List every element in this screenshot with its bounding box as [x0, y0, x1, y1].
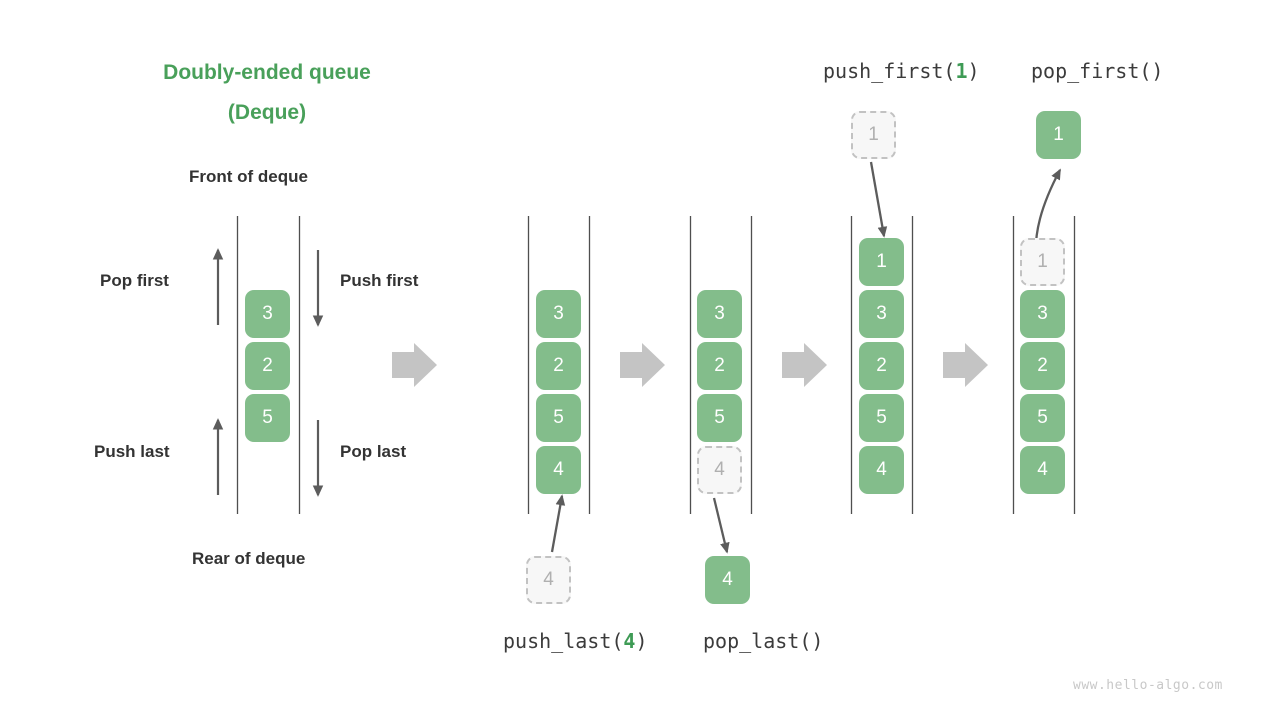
op-push-first-arg: 1: [955, 59, 968, 83]
incoming-cell-push-first: 1: [851, 111, 896, 159]
op-pop-last-name: pop_last(: [703, 629, 812, 653]
cell-panel2-1: 2: [536, 342, 581, 390]
cell-panel3-0: 3: [697, 290, 742, 338]
push-last-flow-arrow: [550, 494, 566, 553]
cell-panel5-3: 4: [1020, 446, 1065, 494]
cell-panel4-0: 1: [859, 238, 904, 286]
cell-panel3-2: 5: [697, 394, 742, 442]
transition-arrow-2: [620, 343, 665, 387]
cell-panel1-1: 2: [245, 342, 290, 390]
pop-first-label: Pop first: [100, 271, 169, 290]
cell-panel4-1: 3: [859, 290, 904, 338]
transition-arrow-1: [392, 343, 437, 387]
cell-panel4-3: 5: [859, 394, 904, 442]
cell-panel2-3: 4: [536, 446, 581, 494]
op-pop-first-name: pop_first(: [1031, 59, 1152, 83]
cell-panel3-1: 2: [697, 342, 742, 390]
cell-panel5-2: 5: [1020, 394, 1065, 442]
cell-panel1-2: 5: [245, 394, 290, 442]
rear-of-deque-label: Rear of deque: [192, 549, 306, 568]
transition-arrow-4: [943, 343, 988, 387]
transition-arrow-3: [782, 343, 827, 387]
push-last-label: Push last: [94, 442, 170, 461]
op-pop-last-close: ): [811, 629, 824, 653]
site-watermark: www.hello-algo.com: [1073, 678, 1223, 693]
op-label-push-first: push_first(1): [823, 59, 980, 83]
outgoing-cell-pop-first: 1: [1036, 111, 1081, 159]
push-first-label: Push first: [340, 271, 419, 290]
op-push-last-close: ): [635, 629, 648, 653]
cell-panel5-0: 3: [1020, 290, 1065, 338]
push-first-flow-arrow: [869, 161, 888, 238]
op-push-last-arg: 4: [623, 629, 636, 653]
removed-cell-pop-last: 4: [697, 446, 742, 494]
op-label-pop-last: pop_last(): [703, 629, 823, 653]
pop-last-label: Pop last: [340, 442, 407, 461]
removed-cell-pop-first: 1: [1020, 238, 1065, 286]
op-pop-first-close: ): [1151, 59, 1164, 83]
op-label-push-last: push_last(4): [503, 629, 648, 653]
op-push-first-close: ): [967, 59, 980, 83]
incoming-cell-push-last: 4: [526, 556, 571, 604]
cell-panel5-1: 2: [1020, 342, 1065, 390]
op-label-pop-first: pop_first(): [1031, 59, 1163, 83]
cell-panel1-0: 3: [245, 290, 290, 338]
op-push-first-name: push_first(: [823, 59, 956, 83]
cell-panel4-2: 2: [859, 342, 904, 390]
op-push-last-name: push_last(: [503, 629, 624, 653]
diagram-title-line1: Doubly-ended queue: [163, 61, 371, 84]
front-of-deque-label: Front of deque: [189, 167, 308, 186]
pop-last-flow-arrow: [712, 497, 730, 554]
diagram-title-line2: (Deque): [227, 101, 307, 124]
outgoing-cell-pop-last: 4: [705, 556, 750, 604]
cell-panel4-4: 4: [859, 446, 904, 494]
cell-panel2-0: 3: [536, 290, 581, 338]
cell-panel2-2: 5: [536, 394, 581, 442]
